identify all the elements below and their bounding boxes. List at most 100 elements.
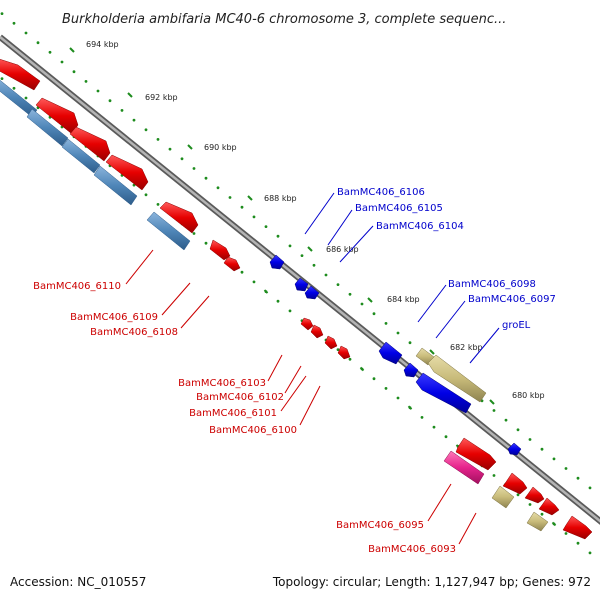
gene-label[interactable]: BamMC406_6093	[368, 544, 456, 555]
tick-dot	[108, 99, 112, 103]
gene-arrow[interactable]	[524, 486, 545, 504]
tick-dot	[156, 203, 160, 206]
tick-dot	[432, 425, 436, 429]
tick-dot	[180, 157, 184, 161]
leader-lines	[125, 192, 500, 545]
tick-dot	[564, 467, 568, 470]
gene-arrow[interactable]	[415, 372, 472, 414]
tick-label: 694 kbp	[86, 40, 119, 49]
tick-dot	[564, 532, 568, 535]
tick-dot	[192, 232, 196, 235]
gene-arrow[interactable]	[69, 126, 111, 162]
gene-label[interactable]: groEL	[502, 320, 531, 331]
tick-dot	[528, 503, 532, 506]
gene-arrow[interactable]	[337, 345, 351, 360]
gene-arrow[interactable]	[223, 256, 241, 272]
tick-dot	[216, 186, 220, 190]
gene-arrow[interactable]	[502, 472, 528, 495]
kbp-ticks: 694 kbp 692 kbp 690 kbp 688 kbp 686 kbp …	[69, 40, 545, 405]
gene-arrow[interactable]	[526, 511, 549, 532]
gene-labels: BamMC406_6106 BamMC406_6105 BamMC406_610…	[33, 187, 556, 555]
gene-arrow[interactable]	[378, 341, 403, 365]
gene-arrow[interactable]	[0, 58, 41, 91]
gene-label[interactable]: BamMC406_6095	[336, 520, 424, 531]
gene-arrow[interactable]	[324, 335, 338, 350]
tick-label: 684 kbp	[387, 295, 420, 304]
gene-label[interactable]: BamMC406_6106	[337, 187, 425, 198]
tick-dot	[576, 541, 580, 545]
gene-arrow[interactable]	[538, 497, 560, 516]
tick-dot	[540, 512, 544, 516]
tick-mark	[69, 47, 75, 53]
gene-arrow[interactable]	[427, 354, 487, 403]
gene-label[interactable]: BamMC406_6098	[448, 279, 536, 290]
tick-dot	[252, 215, 256, 219]
gene-arrow[interactable]	[294, 277, 309, 292]
gene-arrow[interactable]	[300, 317, 314, 331]
gene-label[interactable]: BamMC406_6097	[468, 294, 556, 305]
tick-dot	[492, 474, 496, 477]
tick-dot	[444, 435, 448, 439]
gene-label[interactable]: BamMC406_6105	[355, 203, 443, 214]
tick-dot	[504, 418, 508, 422]
gene-label[interactable]: BamMC406_6100	[209, 425, 297, 436]
tick-dot	[156, 138, 160, 141]
tick-mark	[307, 246, 313, 252]
tick-dot	[372, 312, 376, 316]
gene-label[interactable]: BamMC406_6103	[178, 378, 266, 389]
tick-dot	[48, 50, 52, 54]
tick-dot	[528, 438, 532, 441]
tick-dot	[192, 167, 196, 170]
tick-label: 680 kbp	[512, 391, 545, 400]
gene-features	[0, 58, 593, 540]
tick-dot	[0, 12, 4, 16]
gene-label[interactable]: BamMC406_6110	[33, 281, 121, 292]
gene-arrow[interactable]	[443, 450, 485, 485]
tick-dot	[276, 299, 280, 303]
tick-dot	[84, 80, 88, 83]
gene-arrow[interactable]	[403, 362, 419, 378]
tick-mark	[429, 349, 435, 355]
tick-label: 688 kbp	[264, 194, 297, 203]
gene-arrow[interactable]	[269, 254, 285, 270]
gene-label[interactable]: BamMC406_6101	[189, 408, 277, 419]
gene-arrow[interactable]	[61, 138, 101, 174]
gene-arrow[interactable]	[93, 165, 138, 206]
tick-dot	[288, 309, 292, 313]
tick-dot	[552, 457, 556, 461]
gene-label[interactable]: BamMC406_6108	[90, 327, 178, 338]
tick-mark	[127, 92, 133, 98]
gene-label[interactable]: BamMC406_6102	[196, 392, 284, 403]
tick-dot	[360, 302, 364, 306]
tick-dot	[372, 377, 376, 381]
tick-dot	[336, 348, 340, 351]
tick-dot	[516, 428, 520, 432]
gene-arrow[interactable]	[455, 437, 497, 471]
gene-arrow[interactable]	[507, 442, 522, 456]
tick-dot	[588, 486, 592, 490]
gene-label[interactable]: BamMC406_6104	[376, 221, 464, 232]
tick-dot	[300, 254, 304, 257]
tick-dot	[0, 77, 4, 80]
tick-mark	[367, 297, 373, 303]
gene-arrow[interactable]	[26, 108, 69, 147]
tick-dash	[551, 521, 557, 527]
gene-arrow[interactable]	[562, 515, 593, 540]
gene-arrow[interactable]	[209, 239, 231, 261]
gene-arrow[interactable]	[304, 285, 320, 300]
gene-arrow[interactable]	[491, 485, 515, 509]
tick-label: 690 kbp	[204, 143, 237, 152]
gene-arrow[interactable]	[310, 324, 324, 339]
tick-dot	[348, 357, 352, 361]
tick-label: 692 kbp	[145, 93, 178, 102]
tick-dash	[359, 366, 365, 372]
gene-arrow[interactable]	[159, 201, 199, 234]
gene-arrow[interactable]	[105, 154, 149, 191]
tick-dot	[312, 263, 316, 267]
tick-dot	[120, 109, 124, 112]
gene-label[interactable]: BamMC406_6109	[70, 312, 158, 323]
tick-dot	[396, 331, 400, 335]
tick-dot	[228, 196, 232, 199]
gene-arrow[interactable]	[146, 211, 191, 251]
